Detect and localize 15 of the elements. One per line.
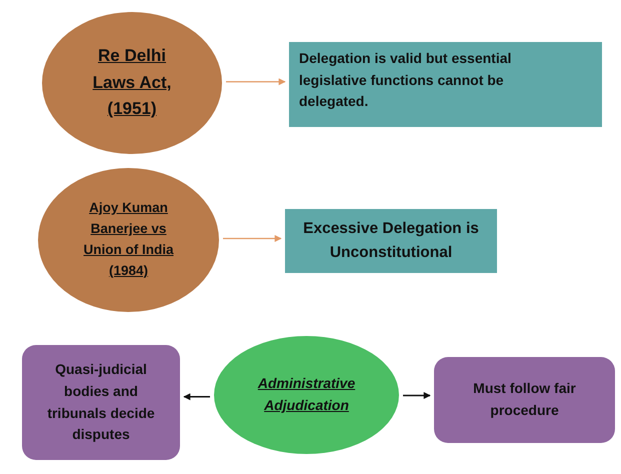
node-text: Administrative Adjudication <box>256 374 356 415</box>
arrow <box>183 393 210 400</box>
node-text: Ajoy Kuman Banerjee vs Union of India (1984) <box>82 199 175 280</box>
node-text: Excessive Delegation is Unconstitutional <box>302 218 480 263</box>
process-box <box>22 345 180 460</box>
process-box <box>434 357 615 443</box>
arrow <box>226 78 286 86</box>
result-box <box>285 209 497 273</box>
node-text: Re Delhi Laws Act, (1951) <box>92 45 172 120</box>
arrow <box>403 392 431 399</box>
node-text: Delegation is valid but essential legislative functions cannot be delegated. <box>299 49 512 112</box>
node-text: Quasi-judicial bodies and tribunals decide disputes <box>46 360 156 444</box>
result-box <box>289 42 602 127</box>
node-text: Must follow fair procedure <box>472 379 577 420</box>
arrow <box>223 235 282 242</box>
